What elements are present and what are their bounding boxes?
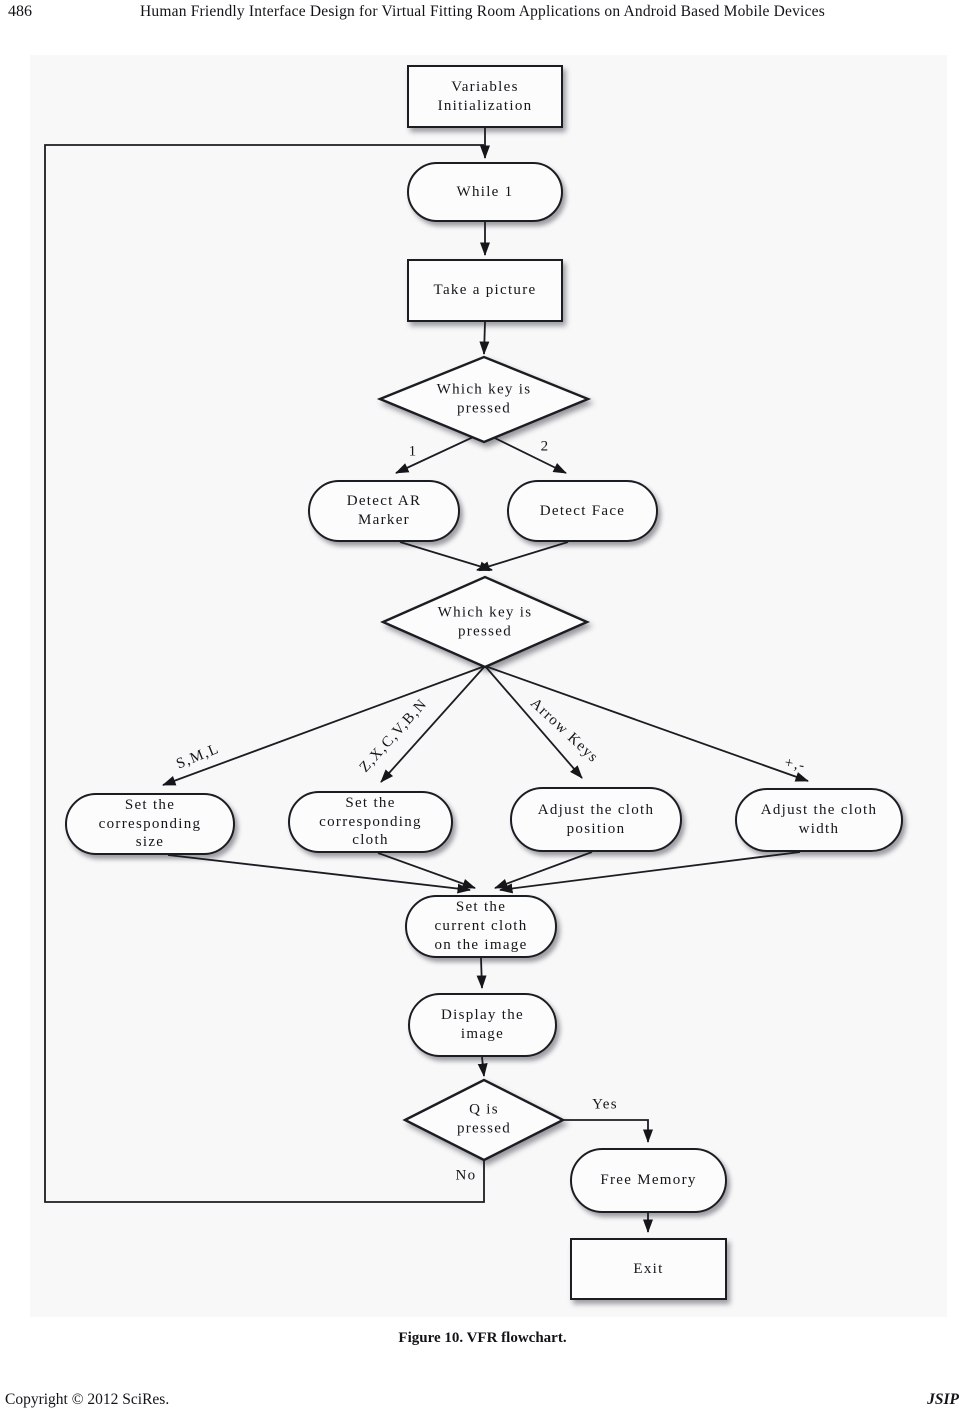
node-while-1-label: While 1: [456, 183, 514, 200]
edge-label-plus-minus: +,-: [783, 754, 807, 775]
node-adjust-cloth-width: Adjust the cloth width: [735, 788, 903, 852]
node-detect-face-label: Detect Face: [539, 502, 626, 519]
node-take-a-picture-label: Take a picture: [433, 282, 537, 299]
edge-label-yes: Yes: [592, 1096, 618, 1113]
node-adjust-cloth-width-label: Adjust the cloth width: [760, 802, 878, 837]
node-display-image-label: Display the image: [440, 1007, 525, 1042]
node-set-corresponding-cloth-label: Set the corresponding cloth: [319, 794, 422, 849]
node-free-memory: Free Memory: [570, 1148, 727, 1213]
node-detect-face: Detect Face: [507, 480, 658, 542]
node-exit: Exit: [570, 1238, 727, 1300]
node-while-1: While 1: [407, 162, 563, 222]
node-take-a-picture: Take a picture: [407, 259, 563, 322]
node-free-memory-label: Free Memory: [600, 1172, 697, 1189]
node-exit-label: Exit: [633, 1260, 664, 1277]
node-variables-initialization-label: Variables Initialization: [437, 78, 533, 114]
page-number: 486: [8, 3, 32, 20]
node-set-corresponding-size-label: Set the corresponding size: [98, 796, 202, 851]
node-detect-ar-marker-label: Detect AR Marker: [346, 493, 422, 528]
node-set-current-cloth-label: Set the current cloth on the image: [434, 899, 528, 953]
node-adjust-cloth-position-label: Adjust the cloth position: [537, 801, 655, 837]
decision-which-key-1-label: Which key is pressed: [436, 381, 532, 416]
node-variables-initialization: Variables Initialization: [407, 65, 563, 128]
footer-copyright: Copyright © 2012 SciRes.: [5, 1391, 170, 1408]
decision-q-pressed-label: Q is pressed: [456, 1101, 512, 1136]
edge-label-key-1: 1: [408, 443, 418, 460]
running-header-title: Human Friendly Interface Design for Virt…: [140, 3, 825, 20]
node-adjust-cloth-position: Adjust the cloth position: [510, 787, 682, 852]
decision-which-key-2-label: Which key is pressed: [437, 604, 533, 639]
node-set-current-cloth: Set the current cloth on the image: [405, 895, 557, 958]
node-display-image: Display the image: [408, 993, 557, 1057]
node-set-corresponding-cloth: Set the corresponding cloth: [288, 791, 453, 853]
figure-caption: Figure 10. VFR flowchart.: [398, 1330, 567, 1346]
edge-label-no: No: [455, 1167, 477, 1184]
footer-journal: JSIP: [927, 1391, 959, 1408]
node-detect-ar-marker: Detect AR Marker: [308, 480, 460, 542]
node-set-corresponding-size: Set the corresponding size: [65, 793, 235, 855]
edge-label-key-2: 2: [540, 438, 550, 455]
